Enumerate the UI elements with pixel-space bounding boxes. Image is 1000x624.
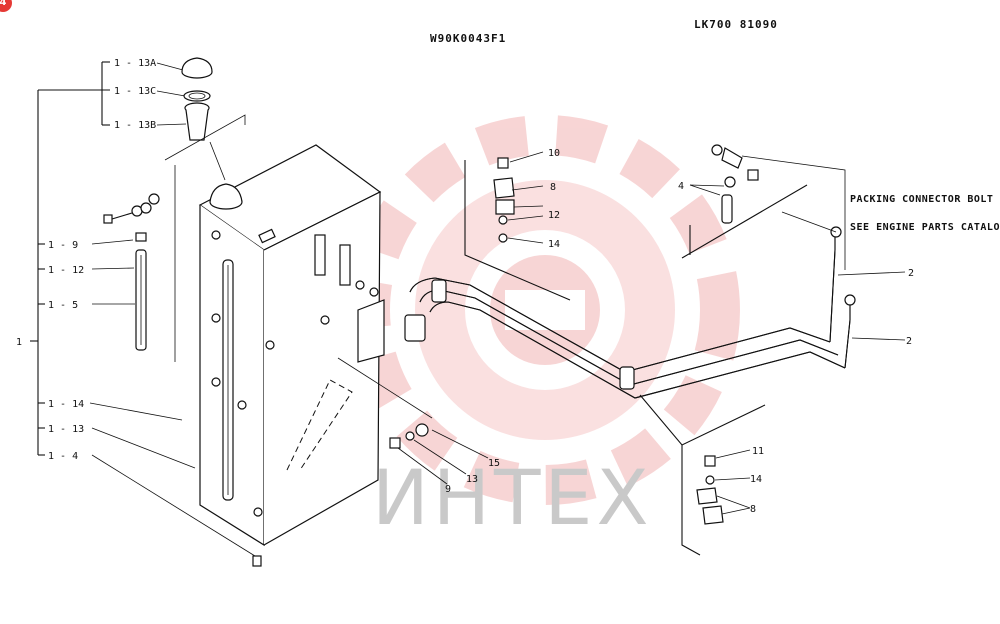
leaders-left [89,62,256,557]
callout-1-13: 1 - 13 [48,424,84,435]
callout-1-13c: 1 - 13C [114,86,156,97]
callout-1-14: 1 - 14 [48,399,84,410]
callout-1-13a: 1 - 13A [114,58,156,69]
watermark-text: ИНТЕХ [372,453,653,542]
drain-plug [252,555,262,567]
callout-2-lower: 2 [906,336,912,347]
callout-10: 10 [548,148,560,159]
fitting-group-lower [389,423,489,485]
bracket-group-1 [30,61,110,456]
cut-line-cap [164,114,246,161]
hydraulic-tank [198,144,385,547]
leader-tank-fitting [337,357,433,419]
callout-11: 11 [752,446,764,457]
callout-9: 9 [445,484,451,495]
callout-2-upper: 2 [908,268,914,279]
note-line-2: SEE ENGINE PARTS CATALOG [850,222,1000,233]
page-badge: 4 [0,0,12,12]
callout-4: 4 [678,181,684,192]
callout-8-lower: 8 [750,504,756,515]
bolt-and-washer-left [103,193,160,242]
note-line-1: PACKING CONNECTOR BOLT [850,194,993,205]
callout-1-9: 1 - 9 [48,240,78,251]
level-gauge-1-5 [135,249,147,351]
leader-cap [209,141,226,181]
gasket-13c [183,90,211,102]
hydraulic-hoses [404,226,856,399]
callout-13: 13 [466,474,478,485]
callout-1-5: 1 - 5 [48,300,78,311]
bracket-group-connector-upper [681,144,846,270]
model-code: LK700 81090 [694,18,778,31]
strainer-13b [184,102,210,141]
callout-8-upper: 8 [550,182,556,193]
filler-cap-13a [181,57,213,79]
leader-hose-2b [851,337,906,341]
callout-14-lower: 14 [750,474,762,485]
drawing-id: W90K0043F1 [430,32,506,45]
leader-hose-2a [837,271,906,276]
callout-14-upper: 14 [548,239,560,250]
callout-15: 15 [488,458,500,469]
callout-1-12: 1 - 12 [48,265,84,276]
callout-1: 1 [16,337,22,348]
callout-1-13b: 1 - 13B [114,120,156,131]
bracket-group-clamp-lower [639,394,766,556]
phantom-hose [286,379,353,471]
callout-1-4: 1 - 4 [48,451,78,462]
callout-12: 12 [548,210,560,221]
bracket-group-clamp-upper [464,151,571,301]
